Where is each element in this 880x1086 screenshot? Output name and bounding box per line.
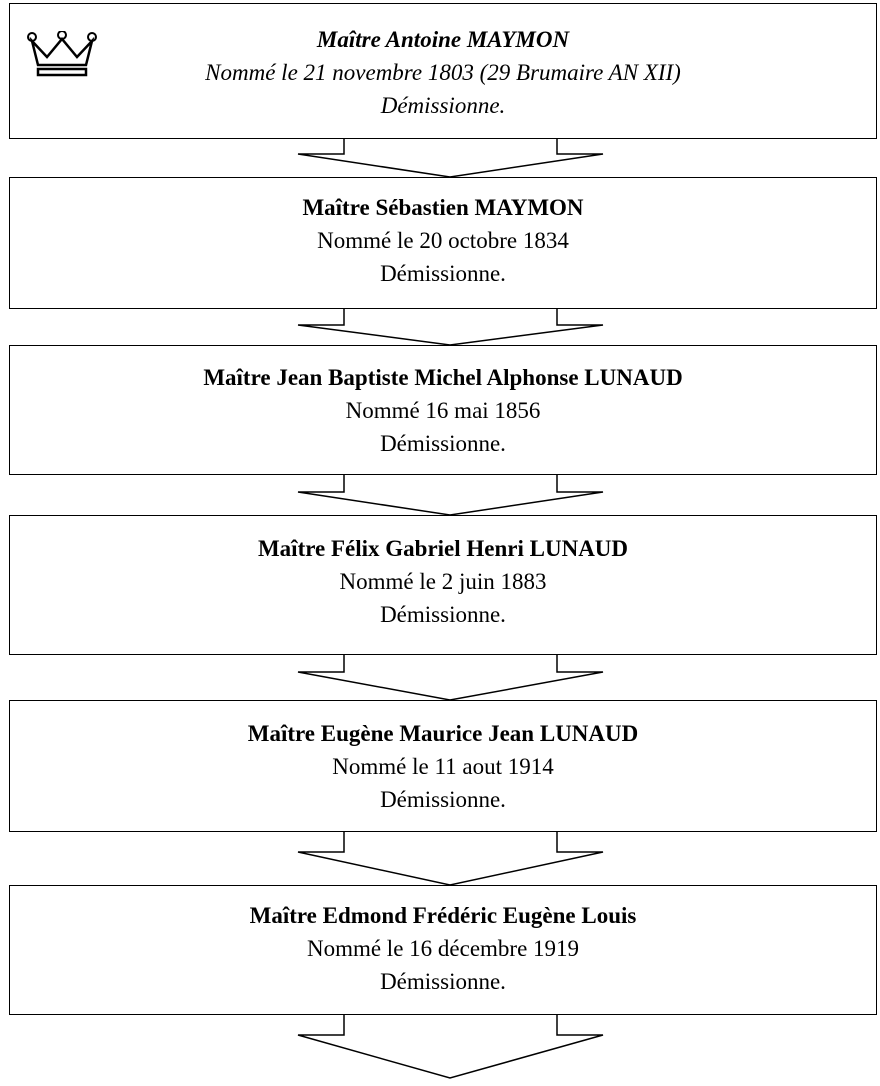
- down-arrow-3: [297, 655, 604, 701]
- appointment-date: Nommé le 11 aout 1914: [332, 754, 554, 779]
- status-text: Démissionne.: [380, 602, 506, 627]
- status-text: Démissionne.: [380, 261, 506, 286]
- status-text: Démissionne.: [380, 431, 506, 456]
- notary-box-3: Maître Félix Gabriel Henri LUNAUD Nommé …: [9, 515, 877, 655]
- down-arrow-1: [297, 309, 604, 346]
- notary-name: Maître Sébastien MAYMON: [302, 195, 584, 220]
- notary-name: Maître Eugène Maurice Jean LUNAUD: [247, 721, 639, 746]
- appointment-date: Nommé le 20 octobre 1834: [317, 228, 569, 253]
- down-arrow-5: [297, 1015, 604, 1079]
- appointment-date: Nommé le 21 novembre 1803 (29 Brumaire A…: [205, 60, 681, 85]
- notary-box-2: Maître Jean Baptiste Michel Alphonse LUN…: [9, 345, 877, 475]
- status-text: Démissionne.: [380, 93, 506, 118]
- down-arrow-2: [297, 475, 604, 516]
- notary-box-4: Maître Eugène Maurice Jean LUNAUD Nommé …: [9, 700, 877, 832]
- appointment-date: Nommé le 2 juin 1883: [339, 569, 547, 594]
- notary-box-5: Maître Edmond Frédéric Eugène Louis Nomm…: [9, 885, 877, 1015]
- notary-box-0: Maître Antoine MAYMON Nommé le 21 novemb…: [9, 3, 877, 139]
- notary-name: Maître Félix Gabriel Henri LUNAUD: [257, 536, 629, 561]
- notary-name: Maître Edmond Frédéric Eugène Louis: [249, 903, 637, 928]
- appointment-date: Nommé le 16 décembre 1919: [306, 936, 580, 961]
- appointment-date: Nommé 16 mai 1856: [345, 398, 541, 423]
- notary-box-1: Maître Sébastien MAYMON Nommé le 20 octo…: [9, 177, 877, 309]
- crown-icon: [27, 31, 97, 77]
- notary-name: Maître Antoine MAYMON: [316, 27, 570, 52]
- down-arrow-4: [297, 832, 604, 886]
- down-arrow-0: [297, 139, 604, 178]
- status-text: Démissionne.: [380, 969, 506, 994]
- notary-name: Maître Jean Baptiste Michel Alphonse LUN…: [203, 365, 683, 390]
- status-text: Démissionne.: [380, 787, 506, 812]
